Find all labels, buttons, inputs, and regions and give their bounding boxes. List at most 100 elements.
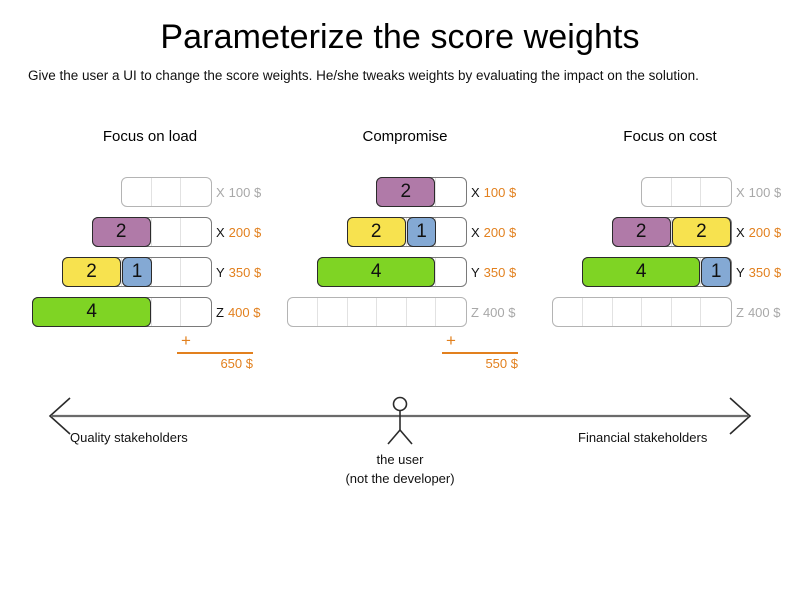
- slider-track[interactable]: [121, 177, 212, 207]
- weight-segment[interactable]: 2: [671, 217, 731, 247]
- weight-segment[interactable]: 2: [611, 217, 671, 247]
- slider-tick-cell[interactable]: [377, 298, 407, 326]
- slider-tick-cell[interactable]: [407, 298, 437, 326]
- row-amount: 200 $: [483, 224, 517, 240]
- weight-slider[interactable]: 2: [91, 217, 212, 247]
- row-amount: 100 $: [483, 184, 517, 200]
- slider-tick-cell[interactable]: [288, 298, 318, 326]
- weight-slider[interactable]: 4: [32, 297, 212, 327]
- row-key: X: [471, 184, 480, 200]
- weight-segment[interactable]: 2: [346, 217, 406, 247]
- column-header: Focus on cost: [623, 128, 717, 145]
- row-amount: 200 $: [748, 224, 782, 240]
- weight-segment[interactable]: 4: [32, 297, 151, 327]
- row-key: X: [736, 184, 745, 200]
- slider-tick-cell[interactable]: [436, 178, 466, 206]
- slider-tick-cell[interactable]: [407, 258, 437, 286]
- weight-slider[interactable]: [121, 177, 212, 207]
- slider-tick-cell[interactable]: [436, 258, 466, 286]
- slider-tick-cell[interactable]: [701, 298, 731, 326]
- slider-tick-cell[interactable]: [672, 298, 702, 326]
- slider-track[interactable]: [641, 177, 732, 207]
- slider-tick-cell[interactable]: [672, 258, 702, 286]
- weight-slider[interactable]: 2: [376, 177, 467, 207]
- slider-tick-cell[interactable]: [152, 218, 182, 246]
- slider-tick-cell[interactable]: [122, 178, 152, 206]
- weight-segment[interactable]: 1: [122, 257, 152, 287]
- page-subtitle: Give the user a UI to change the score w…: [28, 68, 699, 83]
- slider-tick-cell[interactable]: [407, 178, 437, 206]
- weight-segment[interactable]: 1: [701, 257, 731, 287]
- weight-segment[interactable]: 2: [376, 177, 436, 207]
- row-amount: 400 $: [227, 304, 261, 320]
- weight-segment[interactable]: 4: [317, 257, 436, 287]
- slider-tick-cell[interactable]: [436, 298, 466, 326]
- weight-segment[interactable]: 1: [406, 217, 437, 247]
- axis-arrow-svg: [48, 396, 752, 445]
- row-key: Y: [216, 264, 225, 280]
- slider-tick-cell[interactable]: [701, 178, 731, 206]
- row-key: Y: [736, 264, 745, 280]
- slider-tick-cell[interactable]: [583, 298, 613, 326]
- slider-segments: 4: [32, 297, 151, 327]
- slider-track[interactable]: [552, 297, 732, 327]
- slider-tick-cell[interactable]: [642, 218, 672, 246]
- slider-tick-cell[interactable]: [181, 298, 211, 326]
- slider-tick-cell[interactable]: [181, 178, 211, 206]
- actor-caption: the user (not the developer): [0, 450, 800, 488]
- row-amount: 100 $: [748, 184, 782, 200]
- weight-segment[interactable]: 2: [62, 257, 122, 287]
- slider-tick-cell[interactable]: [642, 178, 672, 206]
- slider-tick-cell[interactable]: [181, 218, 211, 246]
- slider-tick-cell[interactable]: [152, 298, 182, 326]
- slider-tick-cell[interactable]: [122, 218, 152, 246]
- slider-tick-cell[interactable]: [642, 298, 672, 326]
- slider-tick-cell[interactable]: [553, 298, 583, 326]
- slider-tick-cell[interactable]: [152, 178, 182, 206]
- weight-slider[interactable]: [552, 297, 732, 327]
- axis-label-right: Financial stakeholders: [578, 430, 708, 445]
- weight-segment[interactable]: 4: [582, 257, 701, 287]
- slider-tick-cell[interactable]: [181, 258, 211, 286]
- row-amount: 200 $: [228, 224, 262, 240]
- slider-tick-cell[interactable]: [348, 298, 378, 326]
- slider-tick-cell[interactable]: [318, 298, 348, 326]
- slider-tick-cell[interactable]: [672, 178, 702, 206]
- weight-slider[interactable]: [287, 297, 467, 327]
- weight-slider[interactable]: [641, 177, 732, 207]
- weight-segment[interactable]: 2: [91, 217, 151, 247]
- total-divider: [177, 352, 253, 354]
- slider-tick-cell[interactable]: [613, 298, 643, 326]
- column-header: Focus on load: [102, 128, 198, 145]
- slider-tick-cell[interactable]: [152, 258, 182, 286]
- row-key: X: [216, 224, 225, 240]
- actor-caption-line1: the user: [376, 452, 424, 467]
- slider-tick-cell[interactable]: [93, 258, 123, 286]
- weight-slider[interactable]: 4: [317, 257, 467, 287]
- slider-segments: 2: [376, 177, 436, 207]
- stakeholder-axis: Quality stakeholders Financial stakehold…: [0, 392, 800, 512]
- slider-tick-cell[interactable]: [377, 218, 407, 246]
- slider-tick-cell[interactable]: [436, 218, 466, 246]
- slider-tick-cell[interactable]: [122, 298, 152, 326]
- slider-track[interactable]: [287, 297, 467, 327]
